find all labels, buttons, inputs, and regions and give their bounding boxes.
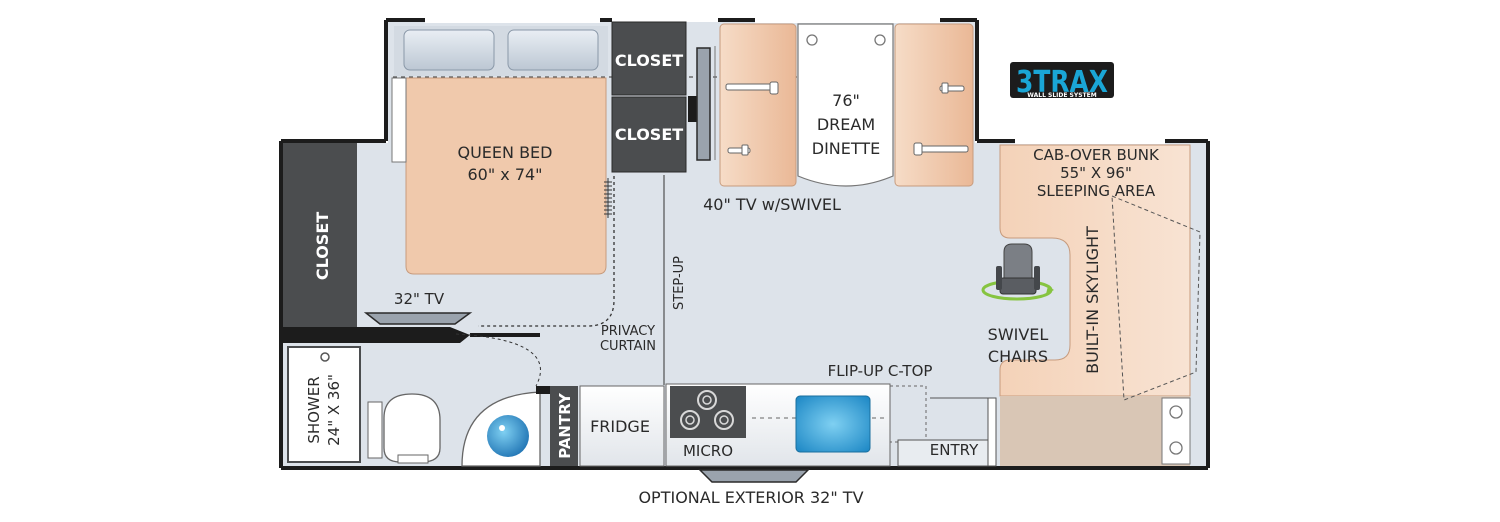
cab-over-label-3: SLEEPING AREA: [1037, 182, 1156, 200]
pantry: PANTRY: [550, 386, 578, 466]
dinette-label-1: 76": [832, 91, 860, 110]
dinette-label-3: DINETTE: [812, 139, 881, 158]
bath-wall-right: [470, 333, 540, 337]
tv-bedroom: [363, 312, 473, 325]
curtain-track: [604, 178, 612, 218]
queen-bed: [394, 26, 608, 275]
svg-text:CLOSET: CLOSET: [615, 51, 683, 70]
tv-swivel: [688, 46, 716, 161]
queen-bed-label-1: QUEEN BED: [458, 143, 553, 162]
dinette-table: [797, 23, 894, 187]
bath-door: [536, 386, 554, 394]
tv-exterior: [698, 469, 810, 483]
bath-door-swing: [455, 333, 541, 387]
cooktop: [670, 386, 746, 438]
svg-text:PANTRY: PANTRY: [556, 392, 574, 459]
swivel-chairs-label-1: SWIVEL: [988, 325, 1049, 344]
window-slide-left: [425, 17, 600, 23]
swivel-chair-icon: [981, 243, 1054, 301]
bath-wall: [283, 327, 470, 343]
fridge: FRIDGE: [579, 385, 665, 467]
dinette-seat-left: [719, 23, 797, 187]
closet-left: CLOSET: [283, 143, 357, 327]
svg-text:24" X 36": 24" X 36": [325, 374, 343, 446]
window-cab: [1015, 138, 1165, 144]
tv-swivel-label: 40" TV w/SWIVEL: [703, 195, 841, 214]
shower: SHOWER 24" X 36": [287, 346, 361, 463]
flip-up-label: FLIP-UP C-TOP: [828, 362, 933, 380]
toilet: [367, 393, 441, 464]
svg-text:CLOSET: CLOSET: [615, 125, 683, 144]
svg-text:SHOWER: SHOWER: [305, 376, 323, 443]
skylight-label: BUILT-IN SKYLIGHT: [1083, 226, 1102, 374]
svg-text:WALL SLIDE SYSTEM: WALL SLIDE SYSTEM: [1027, 92, 1096, 99]
svg-text:CLOSET: CLOSET: [313, 212, 332, 280]
svg-text:3TRAX: 3TRAX: [1016, 65, 1108, 100]
dinette-label-2: DREAM: [817, 115, 875, 134]
galley-sink: [795, 395, 871, 453]
tv-bedroom-label: 32" TV: [394, 290, 445, 308]
privacy-curtain-label-2: CURTAIN: [600, 339, 656, 354]
closet-top: CLOSET: [611, 21, 687, 96]
closet-middle: CLOSET: [611, 96, 687, 173]
cab-over-label-1: CAB-OVER BUNK: [1033, 146, 1160, 164]
step-up-label: STEP-UP: [672, 256, 687, 310]
cab-side-strip: [1161, 397, 1191, 465]
window-slide-right: [755, 17, 940, 23]
skylight: [1111, 195, 1201, 401]
swivel-chairs-label-2: CHAIRS: [988, 347, 1048, 366]
bath-vanity: [461, 391, 541, 467]
privacy-curtain: [478, 176, 615, 327]
dinette-seat-right: [894, 23, 974, 187]
bed-nightstand-left: [391, 77, 407, 163]
svg-text:ENTRY: ENTRY: [930, 441, 979, 459]
privacy-curtain-label-1: PRIVACY: [601, 324, 655, 339]
3trax-logo: 3TRAX WALL SLIDE SYSTEM: [1010, 62, 1114, 100]
queen-bed-label-2: 60" x 74": [467, 165, 542, 184]
cab-over-bunk: [999, 144, 1191, 466]
svg-text:FRIDGE: FRIDGE: [590, 417, 650, 436]
entry: ENTRY: [897, 397, 997, 467]
micro-label: MICRO: [683, 442, 733, 460]
exterior-tv-label: OPTIONAL EXTERIOR 32" TV: [638, 488, 863, 507]
cab-over-label-2: 55" X 96": [1060, 164, 1132, 182]
